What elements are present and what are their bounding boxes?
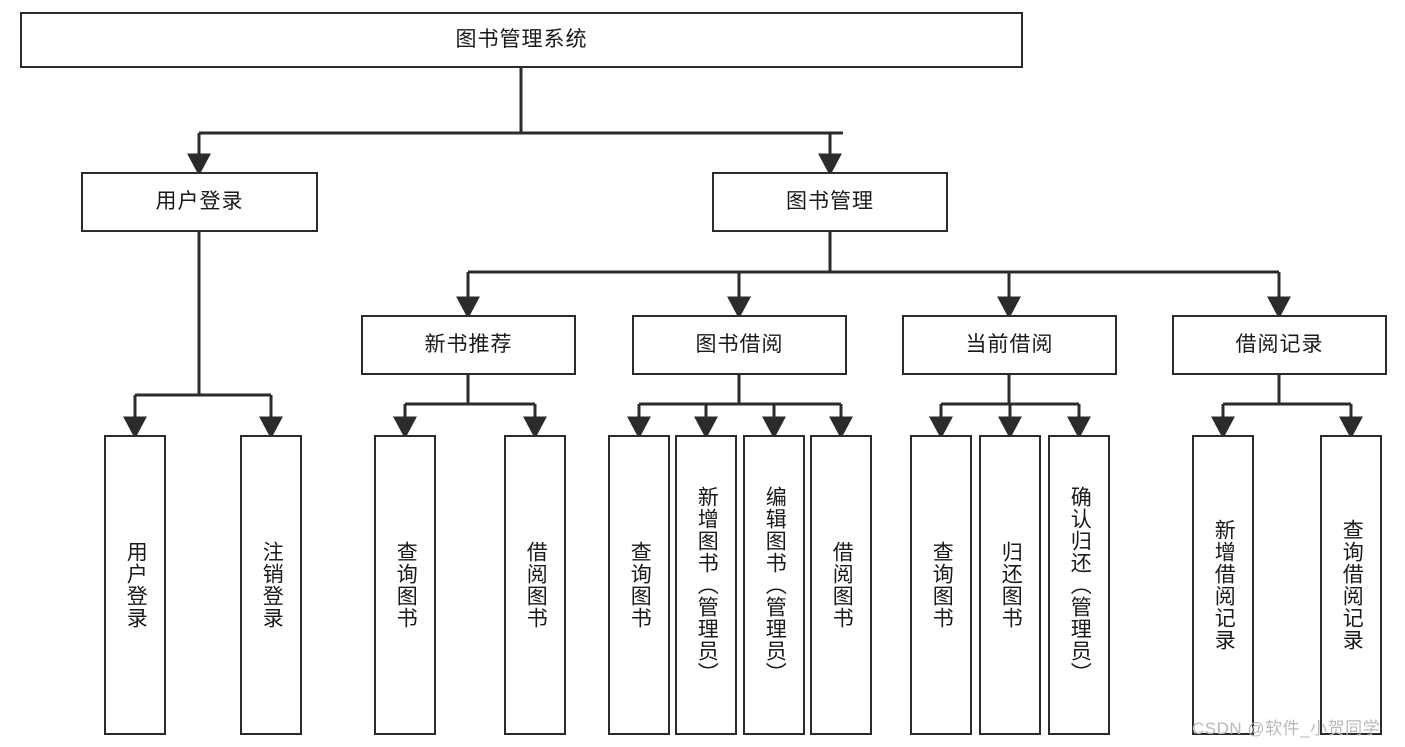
node-label: 新增图书（管理员）	[695, 486, 719, 684]
leaf-query-book-newbook[interactable]: 查询图书	[374, 435, 436, 735]
node-label: 图书管理系统	[455, 28, 588, 52]
node-label: 注销登录	[260, 541, 284, 629]
node-label: 图书管理	[786, 190, 874, 214]
leaf-add-borrowing-record[interactable]: 新增借阅记录	[1192, 435, 1254, 735]
leaf-confirm-return-admin[interactable]: 确认归还（管理员）	[1048, 435, 1110, 735]
node-borrowing-record[interactable]: 借阅记录	[1172, 315, 1387, 375]
node-label: 查询图书	[394, 541, 418, 629]
node-label: 借阅图书	[830, 541, 854, 629]
csdn-watermark: CSDN @软件_小贺同学	[1192, 719, 1381, 738]
leaf-edit-book-admin[interactable]: 编辑图书（管理员）	[743, 435, 805, 735]
node-label: 当前借阅	[965, 333, 1054, 357]
node-new-book-recommendation[interactable]: 新书推荐	[361, 315, 576, 375]
leaf-query-book-current[interactable]: 查询图书	[910, 435, 972, 735]
node-label: 查询借阅记录	[1340, 519, 1364, 651]
leaf-return-book[interactable]: 归还图书	[979, 435, 1041, 735]
leaf-query-book-borrowing[interactable]: 查询图书	[608, 435, 670, 735]
leaf-add-book-admin[interactable]: 新增图书（管理员）	[675, 435, 737, 735]
node-label: 用户登录	[155, 190, 244, 214]
node-root-book-management-system[interactable]: 图书管理系统	[20, 12, 1023, 68]
node-label: 新书推荐	[424, 333, 513, 357]
node-book-management[interactable]: 图书管理	[712, 172, 948, 232]
node-label: 归还图书	[999, 541, 1023, 629]
node-book-borrowing[interactable]: 图书借阅	[632, 315, 847, 375]
node-label: 借阅记录	[1235, 333, 1324, 357]
node-label: 用户登录	[124, 541, 148, 629]
node-label: 查询图书	[628, 541, 652, 629]
leaf-logout-login[interactable]: 注销登录	[240, 435, 302, 735]
leaf-borrow-book-newbook[interactable]: 借阅图书	[504, 435, 566, 735]
node-label: 新增借阅记录	[1212, 519, 1236, 651]
node-label: 确认归还（管理员）	[1068, 486, 1092, 684]
node-label: 借阅图书	[524, 541, 548, 629]
node-user-login[interactable]: 用户登录	[81, 172, 318, 232]
leaf-borrow-book-borrowing[interactable]: 借阅图书	[810, 435, 872, 735]
node-label: 编辑图书（管理员）	[763, 486, 787, 684]
node-current-borrowing[interactable]: 当前借阅	[902, 315, 1117, 375]
leaf-query-borrowing-record[interactable]: 查询借阅记录	[1320, 435, 1382, 735]
leaf-user-login[interactable]: 用户登录	[104, 435, 166, 735]
node-label: 查询图书	[930, 541, 954, 629]
node-label: 图书借阅	[695, 333, 784, 357]
